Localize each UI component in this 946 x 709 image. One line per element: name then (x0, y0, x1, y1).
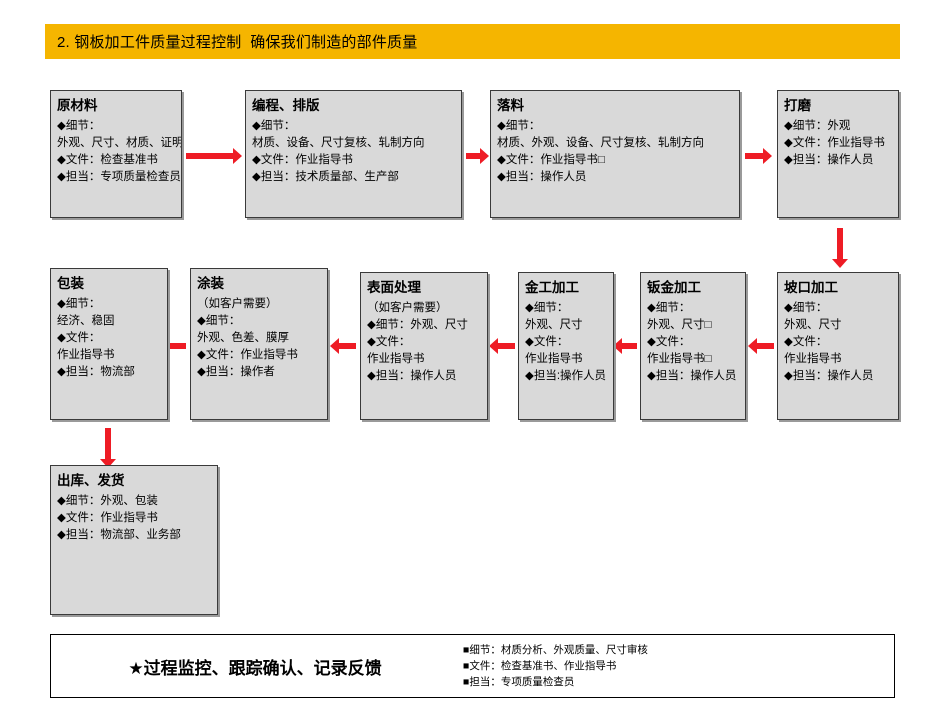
process-box-line: ◆细节： (57, 120, 101, 132)
process-box-line: 外观、尺寸 (784, 319, 842, 331)
arrow-right-3 (745, 148, 775, 164)
process-box-line: ◆担当：操作人员 (497, 171, 587, 183)
arrow-down-2 (100, 428, 116, 468)
process-box-line: ◆文件： (784, 336, 828, 348)
footer-detail-line: ■文件：检查基准书、作业指导书 (463, 660, 617, 672)
arrow-left-3 (489, 338, 517, 354)
process-box-line: ◆细节： (647, 302, 691, 314)
process-box-line: ◆文件： (57, 332, 101, 344)
process-box-line: ◆文件： (647, 336, 691, 348)
arrow-left-4 (613, 338, 639, 354)
process-box-title: 落料 (497, 98, 524, 113)
arrow-left-5 (748, 338, 776, 354)
process-box-line: （如客户需要） (197, 298, 278, 310)
process-box-line: ◆担当：操作人员 (367, 370, 457, 382)
process-box-title: 表面处理 (367, 280, 421, 295)
footer-detail-line: ■细节：材质分析、外观质量、尺寸审核 (463, 644, 648, 656)
process-box-line: ◆细节： (197, 315, 241, 327)
slide-title-bar: 2. 钢板加工件质量过程控制 确保我们制造的部件质量 (45, 24, 900, 59)
process-box-line: 外观、尺寸、材质、证明 (57, 137, 182, 149)
process-box-title: 金工加工 (525, 280, 579, 295)
footer-detail-line: ■担当：专项质量检查员 (463, 676, 575, 688)
process-box-line: 作业指导书 (784, 353, 842, 365)
process-box-line: ◆担当:操作人员 (525, 370, 607, 382)
process-box-line: 外观、尺寸□ (647, 319, 712, 331)
process-box-luoliao[interactable]: 落料 ◆细节： 材质、外观、设备、尺寸复核、轧制方向 ◆文件：作业指导书□ ◆担… (490, 90, 740, 218)
process-box-line: 作业指导书 (525, 353, 583, 365)
footer-title: ★过程监控、跟踪确认、记录反馈 (128, 658, 382, 678)
process-box-line: 经济、稳固 (57, 315, 115, 327)
process-box-line: 材质、外观、设备、尺寸复核、轧制方向 (497, 137, 704, 149)
process-box-line: ◆文件：检查基准书 (57, 154, 158, 166)
process-box-damo[interactable]: 打磨 ◆细节：外观 ◆文件：作业指导书 ◆担当：操作人员 (777, 90, 899, 218)
process-box-line: 外观、色差、膜厚 (197, 332, 289, 344)
process-box-line: ◆细节：外观 (784, 120, 851, 132)
arrow-left-2 (330, 338, 358, 354)
arrow-right-1 (186, 148, 242, 164)
process-box-line: ◆文件：作业指导书 (197, 349, 298, 361)
process-box-title: 包装 (57, 276, 84, 291)
process-box-line: 作业指导书 (367, 353, 425, 365)
process-box-line: 外观、尺寸 (525, 319, 583, 331)
process-box-title: 钣金加工 (647, 280, 701, 295)
process-box-line: ◆担当：专项质量检查员 (57, 171, 181, 183)
process-box-line: ◆文件：作业指导书□ (497, 154, 605, 166)
process-box-title: 坡口加工 (784, 280, 838, 295)
process-box-line: ◆细节： (525, 302, 569, 314)
process-box-yuancailiao[interactable]: 原材料 ◆细节： 外观、尺寸、材质、证明 ◆文件：检查基准书 ◆担当：专项质量检… (50, 90, 182, 218)
process-box-title: 涂装 (197, 276, 224, 291)
arrow-right-2 (466, 148, 492, 164)
process-box-line: （如客户需要） (367, 302, 448, 314)
process-box-line: ◆担当：物流部、业务部 (57, 529, 181, 541)
process-box-pokou-jiagong[interactable]: 坡口加工 ◆细节： 外观、尺寸 ◆文件： 作业指导书 ◆担当：操作人员 (777, 272, 899, 420)
process-box-line: ◆文件：作业指导书 (784, 137, 885, 149)
page-title: 2. 钢板加工件质量过程控制 确保我们制造的部件质量 (57, 34, 418, 51)
summary-footer: ★过程监控、跟踪确认、记录反馈 ■细节：材质分析、外观质量、尺寸审核 ■文件：检… (50, 634, 895, 698)
process-box-banjin-jiagong[interactable]: 钣金加工 ◆细节： 外观、尺寸□ ◆文件： 作业指导书□ ◆担当：操作人员 (640, 272, 746, 420)
process-box-line: 作业指导书□ (647, 353, 712, 365)
process-box-biaomian-chuli[interactable]: 表面处理 （如客户需要） ◆细节：外观、尺寸 ◆文件： 作业指导书 ◆担当：操作… (360, 272, 488, 420)
process-box-chuku-fahuo[interactable]: 出库、发货 ◆细节：外观、包装 ◆文件：作业指导书 ◆担当：物流部、业务部 (50, 465, 218, 615)
arrow-down-1 (832, 228, 848, 268)
process-box-line: ◆文件： (367, 336, 411, 348)
process-box-line: ◆文件：作业指导书 (252, 154, 353, 166)
process-box-line: ◆细节： (784, 302, 828, 314)
process-box-line: ◆细节： (497, 120, 541, 132)
process-box-line: ◆细节：外观、尺寸 (367, 319, 468, 331)
process-box-line: ◆担当：操作人员 (647, 370, 737, 382)
process-box-line: ◆文件： (525, 336, 569, 348)
process-box-line: 作业指导书 (57, 349, 115, 361)
process-box-line: ◆担当：技术质量部、生产部 (252, 171, 399, 183)
process-box-line: 材质、设备、尺寸复核、轧制方向 (252, 137, 425, 149)
process-box-title: 原材料 (57, 98, 98, 113)
process-box-line: ◆担当：操作人员 (784, 370, 874, 382)
process-box-line: ◆担当：操作人员 (784, 154, 874, 166)
process-box-line: ◆细节： (252, 120, 296, 132)
process-box-title: 出库、发货 (57, 473, 125, 488)
process-box-line: ◆担当：操作者 (197, 366, 275, 378)
process-box-line: ◆文件：作业指导书 (57, 512, 158, 524)
process-box-tuzhuang[interactable]: 涂装 （如客户需要） ◆细节： 外观、色差、膜厚 ◆文件：作业指导书 ◆担当：操… (190, 268, 328, 420)
process-box-biancheng-paiban[interactable]: 编程、排版 ◆细节： 材质、设备、尺寸复核、轧制方向 ◆文件：作业指导书 ◆担当… (245, 90, 462, 218)
process-box-jingong-jiagong[interactable]: 金工加工 ◆细节： 外观、尺寸 ◆文件： 作业指导书 ◆担当:操作人员 (518, 272, 614, 420)
process-box-title: 打磨 (784, 98, 811, 113)
footer-details: ■细节：材质分析、外观质量、尺寸审核 ■文件：检查基准书、作业指导书 ■担当：专… (459, 642, 894, 690)
process-box-baozhuang[interactable]: 包装 ◆细节： 经济、稳固 ◆文件： 作业指导书 ◆担当：物流部 (50, 268, 168, 420)
process-box-line: ◆细节： (57, 298, 101, 310)
process-box-line: ◆细节：外观、包装 (57, 495, 158, 507)
process-box-title: 编程、排版 (252, 98, 320, 113)
process-box-line: ◆担当：物流部 (57, 366, 135, 378)
